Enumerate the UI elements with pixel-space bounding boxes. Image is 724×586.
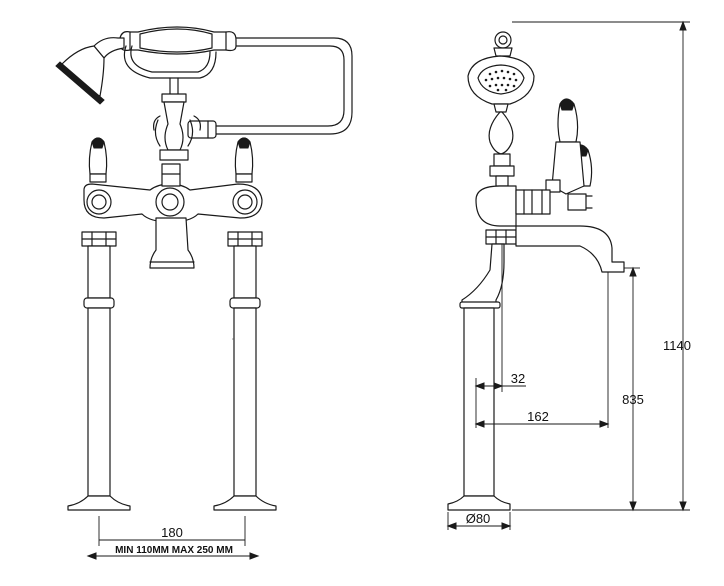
diverter-lever [153,101,201,161]
right-leg [213,231,277,511]
side-view: 1140 835 32 162 Ø80 [446,20,691,530]
mixer-body [83,163,263,223]
stray-dot [232,338,234,340]
handset-handle [119,26,237,103]
centres-dimension [86,516,260,560]
centres-label: 180 [161,525,183,540]
shower-head-holes [484,69,518,92]
side-lever-handles [545,98,593,211]
left-leg [67,231,131,511]
side-hanger [493,31,513,57]
shower-handset [55,37,125,105]
total-height-label: 1140 [663,338,691,353]
side-spout [515,225,625,273]
shower-hose [187,37,353,139]
side-handset-handle [488,111,514,167]
front-view: 180 MIN 110MM MAX 250 MM [55,26,353,560]
side-shower-head [467,55,535,113]
side-dimension-lines [446,20,690,530]
side-leg [447,243,511,511]
spout-projection-label: 162 [527,409,549,424]
right-lever-handle [234,137,254,183]
base-diameter-label: Ø80 [466,511,491,526]
left-lever-handle [88,137,108,183]
spout-height-label: 835 [622,392,644,407]
spout-offset-label: 32 [511,371,525,386]
front-spout [149,217,195,269]
side-body [475,185,551,245]
side-diverter [489,165,515,187]
centres-range-label: MIN 110MM MAX 250 MM [115,545,233,556]
